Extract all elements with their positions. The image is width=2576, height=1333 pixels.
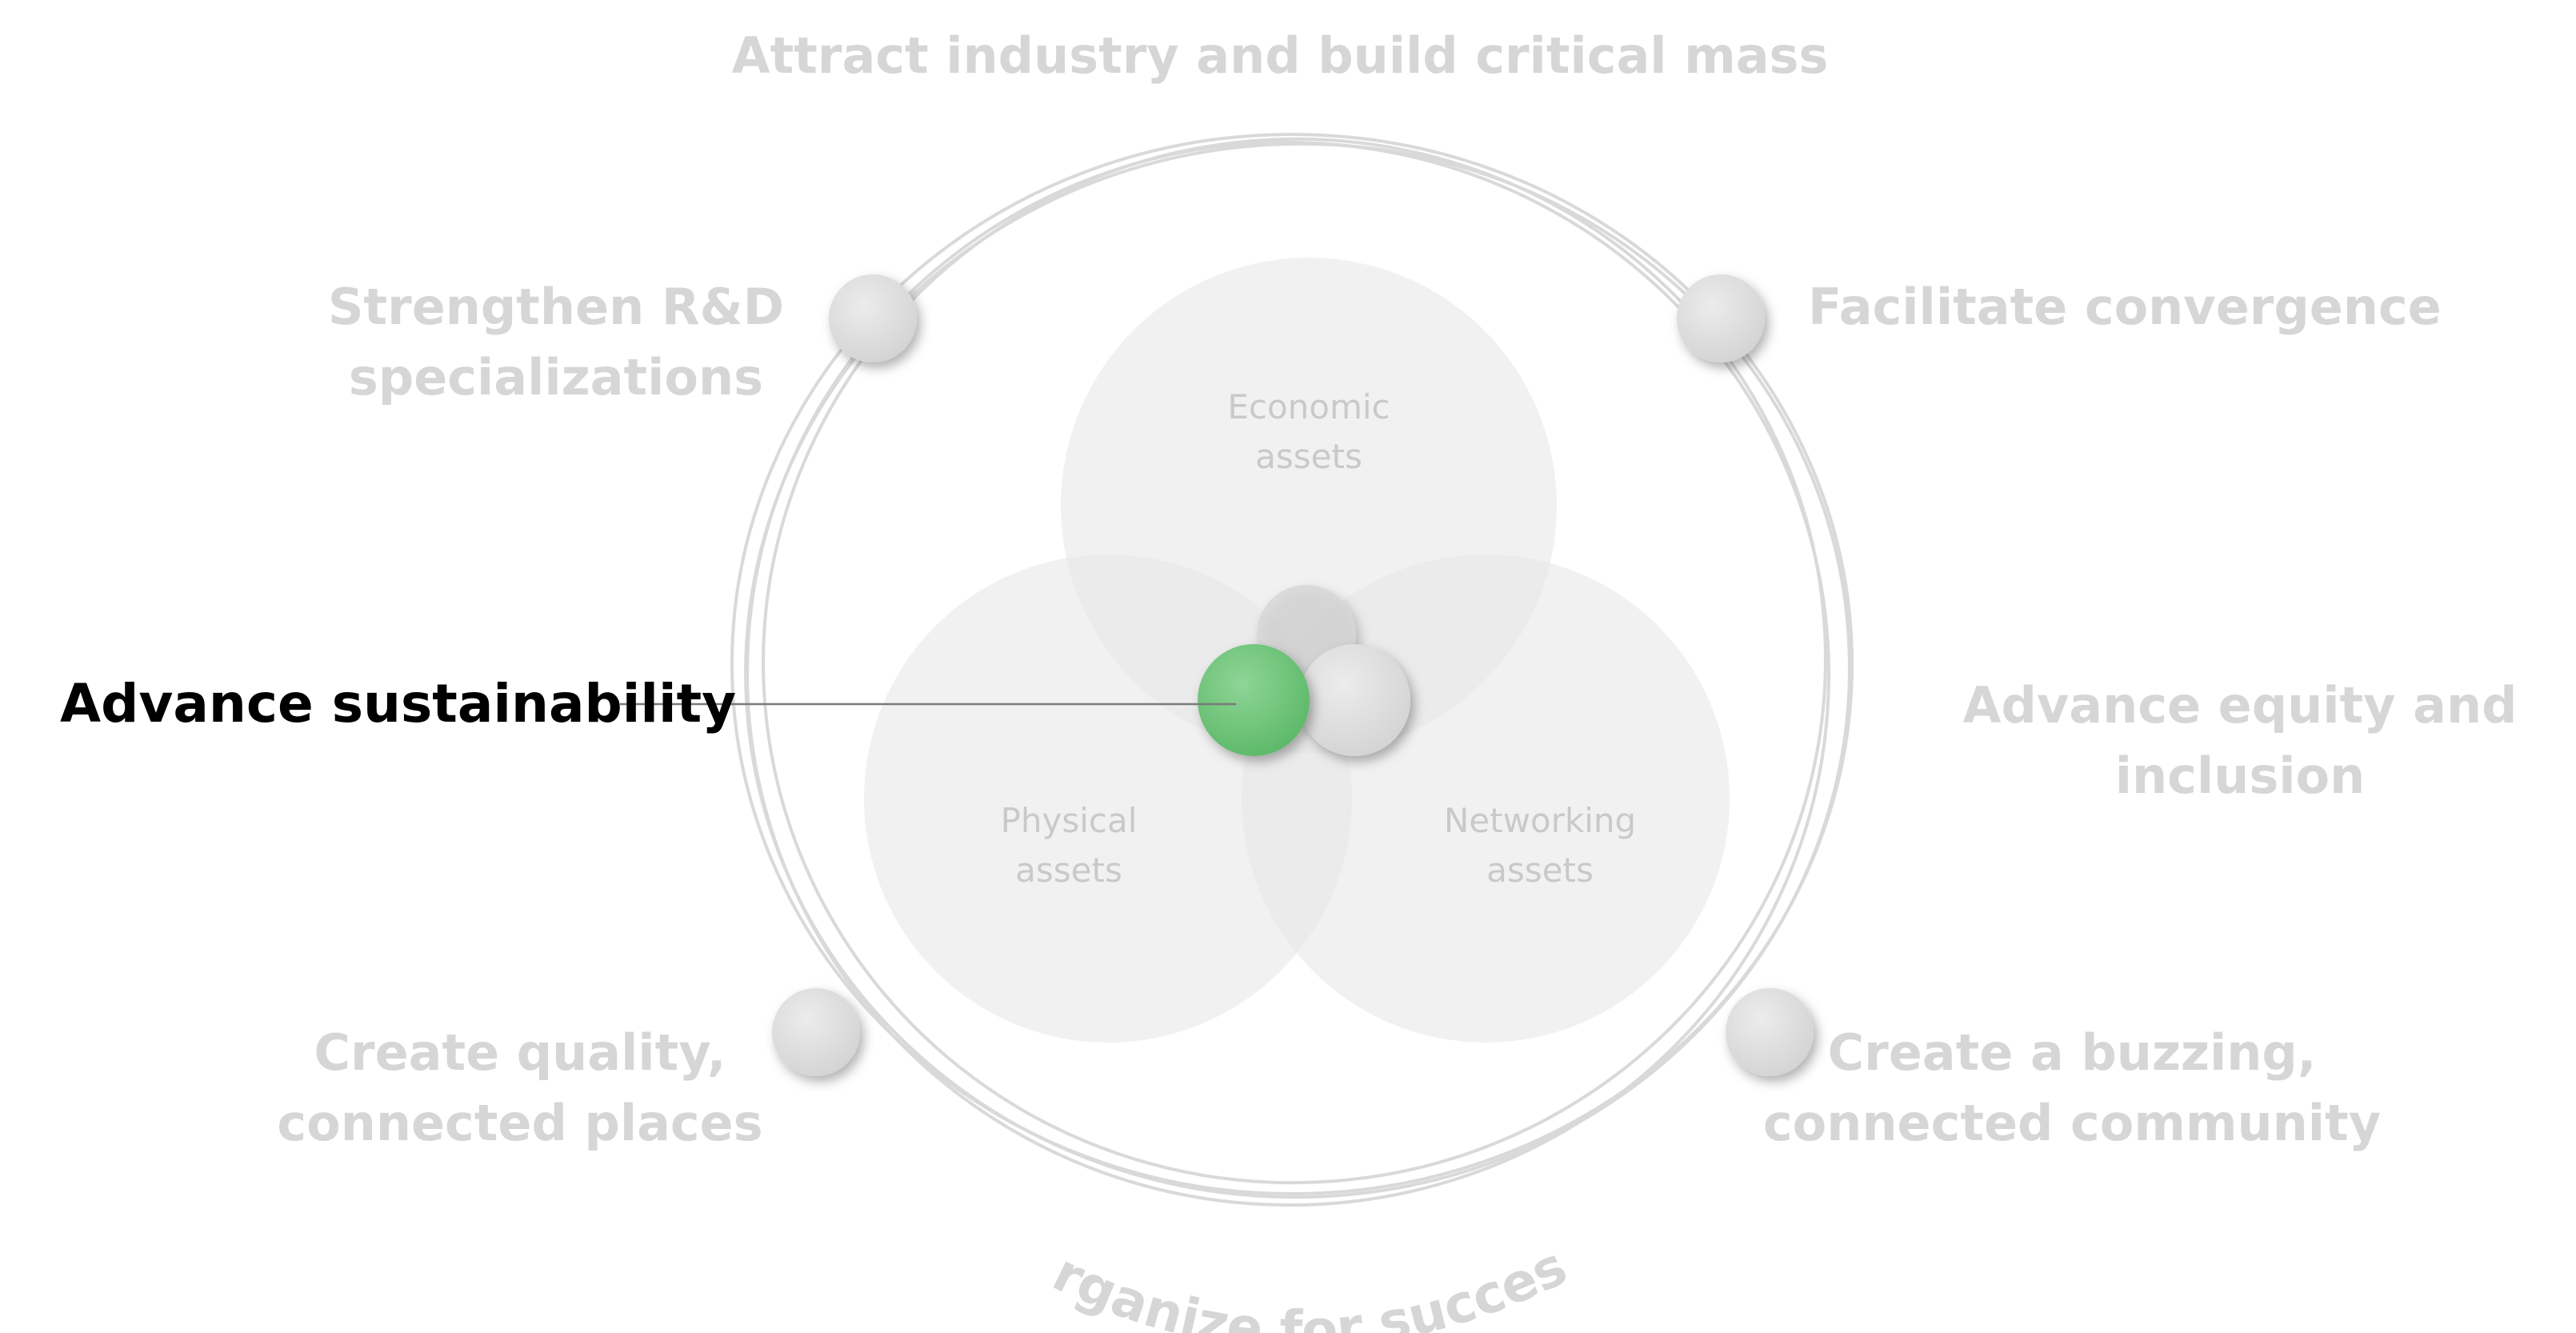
strengthen-rd-label: Strengthen R&D specializations [327,278,785,406]
create-quality-places-label: Create quality, connected places [277,1023,763,1152]
center-node-right [1298,644,1410,756]
advance-equity-label: Advance equity and inclusion [1962,676,2518,805]
advance-sustainability-label: Advance sustainability [60,673,737,735]
node-lower-left [772,988,860,1076]
center-cluster [1198,585,1410,756]
node-upper-left [829,274,917,362]
create-buzzing-community-label: Create a buzzing, connected community [1762,1023,2382,1152]
node-lower-right [1726,988,1814,1076]
center-node-active [1198,644,1310,756]
facilitate-convergence-label: Facilitate convergence [1808,278,2442,336]
ring-nodes [772,274,1814,1076]
networking-assets-label: Networking assets [1443,801,1637,890]
outer-ring [730,133,1854,1207]
node-upper-right [1677,274,1765,362]
attract-industry-label: Attract industry and build critical mass [731,26,1829,85]
economic-assets-label: Economic assets [1227,387,1390,476]
physical-assets-label: Physical assets [1000,801,1138,890]
